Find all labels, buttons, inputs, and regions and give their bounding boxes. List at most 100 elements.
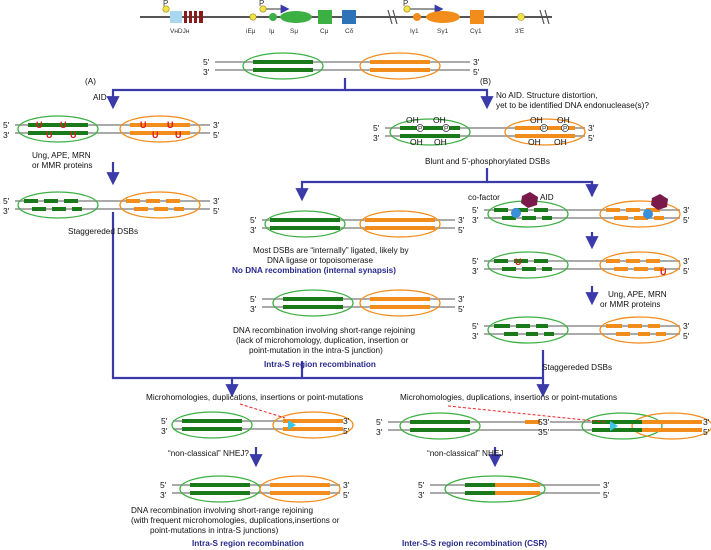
- inter-s-final-label: Inter-S-S region recombination (CSR): [402, 539, 547, 548]
- svg-text:Cμ: Cμ: [320, 28, 329, 35]
- end-label: 3': [160, 490, 167, 500]
- vdj-label: VʜDJʜ: [170, 28, 190, 35]
- nhej-label: “non-classical” NHEJ: [427, 449, 503, 458]
- end-label: 3': [458, 215, 465, 225]
- switch-mu-ellipse: [399, 412, 481, 440]
- dna-duplex: 5'3'3'5': [250, 210, 465, 238]
- switch-gamma-ellipse: [119, 191, 201, 219]
- end-label: 3': [418, 490, 425, 500]
- oh-mark: OH: [410, 137, 423, 147]
- uracil-mark: U: [70, 130, 77, 140]
- switch-mu-ellipse: [581, 412, 663, 440]
- end-label: 3': [472, 331, 479, 341]
- end-label: 5': [343, 490, 350, 500]
- end-label: 5': [683, 215, 690, 225]
- switch-gamma-ellipse: [359, 210, 441, 238]
- end-label: 5': [538, 417, 545, 427]
- end-label: 5': [160, 480, 167, 490]
- uracil-mark: U: [60, 120, 67, 130]
- ung-a-line2: or MMR proteins: [32, 161, 93, 170]
- s-gamma1-switch: [426, 11, 460, 23]
- s-mu-switch: [280, 11, 312, 23]
- dna-duplex: 5'3'3'5': [472, 192, 690, 228]
- svg-text:Iγ1: Iγ1: [410, 28, 419, 35]
- switch-gamma-ellipse: [119, 115, 201, 143]
- no-aid-line1: No AID. Structure distortion,: [496, 91, 597, 100]
- switch-mu-ellipse: [17, 191, 99, 219]
- promoter-label: P: [163, 0, 168, 8]
- end-label: 5': [161, 416, 168, 426]
- gene-locus: P VʜDJʜ P iEμ Iμ Sμ Cμ Cδ P Iγ1 Sγ1 Cγ1 …: [140, 0, 552, 35]
- end-label: 5': [250, 294, 257, 304]
- end-label: 5': [703, 427, 710, 437]
- aid-hexagon: [651, 194, 668, 210]
- nhej-question-label: “non-classical” NHEJ?: [168, 449, 249, 458]
- end-label: 5': [3, 196, 10, 206]
- uracil-mark: U: [140, 120, 147, 130]
- switch-mu-ellipse: [272, 289, 354, 317]
- end-label: 5': [603, 490, 610, 500]
- dna-duplex: 5'3'3'5'UU: [472, 251, 690, 279]
- end-label: 3': [538, 427, 545, 437]
- phosphate-circle: [416, 124, 424, 132]
- end-label: 5': [376, 417, 383, 427]
- uracil-mark: U: [167, 120, 174, 130]
- dna-duplex: 5'3'3'5': [376, 412, 550, 440]
- end-label: 5': [373, 123, 380, 133]
- labels: (A) (B) AID No AID. Structure distortion…: [32, 77, 667, 548]
- c-delta-exon: [342, 10, 356, 24]
- end-label: 5': [213, 206, 220, 216]
- end-label: 3': [588, 123, 595, 133]
- switch-mu-ellipse: [444, 475, 546, 503]
- switch-mu-ellipse: [171, 411, 253, 439]
- short-range-line3: point-mutation in the intra-S junction): [249, 346, 383, 355]
- uracil-mark: U: [152, 130, 159, 140]
- switch-mu-ellipse: [179, 475, 261, 503]
- staggered-a-label: Staggereded DSBs: [68, 227, 138, 236]
- end-label: 5': [343, 426, 350, 436]
- end-label: 3': [603, 480, 610, 490]
- end-label: 3': [250, 225, 257, 235]
- svg-text:3'E: 3'E: [515, 28, 525, 35]
- oh-mark: OH: [528, 137, 541, 147]
- switch-gamma-ellipse: [504, 118, 586, 146]
- svg-text:Sγ1: Sγ1: [437, 28, 449, 35]
- cofactor-circle: [511, 208, 521, 218]
- dna-duplex: 5'3'3'5': [250, 289, 465, 317]
- uracil-mark: U: [46, 130, 53, 140]
- switch-mu-ellipse: [242, 52, 324, 80]
- staggered-b-label: Staggereded DSBs: [542, 363, 612, 372]
- switch-gamma-ellipse: [359, 52, 441, 80]
- end-label: 3': [213, 120, 220, 130]
- switch-mu-ellipse: [389, 118, 471, 146]
- svg-text:P: P: [403, 0, 408, 8]
- micro-left-label: Microhomologies, duplications, insertion…: [146, 393, 363, 402]
- end-label: 3': [213, 196, 220, 206]
- switch-gamma-ellipse: [259, 475, 341, 503]
- phosphate-circle: [442, 124, 450, 132]
- end-label: 5': [458, 304, 465, 314]
- intra-s-final-label: Intra-S region recombination: [192, 539, 304, 548]
- uracil-mark: U: [36, 120, 43, 130]
- path-a-label: (A): [85, 77, 96, 86]
- oh-mark: OH: [433, 115, 446, 125]
- switch-gamma-ellipse: [599, 316, 681, 344]
- switch-mu-ellipse: [487, 251, 569, 279]
- dna-duplex: 5'3'3'5': [472, 316, 690, 344]
- dna-duplex: 5'3'3'5': [418, 475, 610, 503]
- end-label: 5': [418, 480, 425, 490]
- dna-duplex: 5'3'3'5': [538, 412, 711, 440]
- oh-mark: OH: [530, 115, 543, 125]
- end-label: 3': [683, 256, 690, 266]
- end-label: 3': [473, 57, 480, 67]
- oh-mark: OH: [557, 115, 570, 125]
- svg-text:Iμ: Iμ: [269, 28, 275, 35]
- internal-line2: DNA ligase or topoisomerase: [267, 256, 373, 265]
- end-label: 5': [458, 225, 465, 235]
- end-label: 5': [203, 57, 210, 67]
- end-label: 3': [683, 205, 690, 215]
- end-label: 5': [543, 427, 550, 437]
- c-gamma1-exon: [470, 10, 484, 24]
